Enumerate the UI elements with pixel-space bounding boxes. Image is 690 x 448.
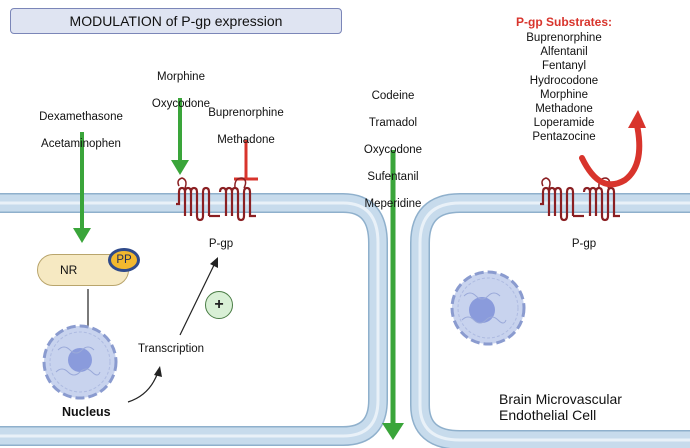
page-title: MODULATION of P-gp expression (10, 8, 342, 34)
drug-label: Sufentanil (367, 170, 419, 183)
green-activation-arrow (171, 98, 189, 175)
substrate-item: Morphine (540, 88, 588, 101)
drug-label: Codeine (371, 89, 415, 102)
nr-label: NR (60, 263, 78, 277)
drug-label: Dexamethasone (39, 110, 123, 123)
drug-label: Buprenorphine (208, 106, 284, 119)
nucleus-icon (42, 324, 118, 400)
green-activation-arrow (382, 150, 404, 440)
substrate-item: Methadone (535, 103, 593, 116)
red-efflux-arrow (579, 110, 646, 188)
activator-drug-list: Morphine Oxycodone (140, 57, 222, 125)
substrates-title: P-gp Substrates: (515, 15, 612, 29)
drug-label: Oxycodone (151, 97, 211, 110)
substrate-item: Hydrocodone (529, 74, 599, 87)
transported-drug-list: Codeine Tramadol Oxycodone Sufentanil Me… (355, 76, 431, 225)
pp-badge: PP (108, 248, 140, 272)
substrate-item: Alfentanil (540, 46, 588, 59)
transcription-arrow (127, 257, 218, 403)
pgp-label-right: P-gp (571, 238, 597, 250)
green-activation-arrow (73, 132, 91, 243)
right-cell-membrane (410, 193, 690, 448)
drug-label: Meperidine (364, 197, 422, 210)
drug-label: Acetaminophen (41, 137, 121, 150)
pgp-label-left: P-gp (208, 238, 234, 250)
left-cell-membrane (0, 193, 388, 446)
substrate-item: Pentazocine (532, 131, 596, 144)
substrates-list: Buprenorphine Alfentanil Fentanyl Hydroc… (512, 31, 616, 145)
drug-label: Oxycodone (363, 143, 423, 156)
pgp-transporter-icon (176, 177, 256, 222)
cell-label: Brain Microvascular Endothelial Cell (499, 391, 622, 423)
substrate-item: Loperamide (533, 117, 595, 130)
drug-label: Morphine (157, 70, 205, 83)
nucleus-label: Nucleus (62, 405, 111, 419)
inducer-drug-list: Dexamethasone Acetaminophen (30, 97, 132, 165)
drug-label: Tramadol (368, 116, 418, 129)
plus-icon: + (205, 291, 233, 319)
inhibitor-drug-list: Buprenorphine Methadone (200, 93, 292, 161)
nucleus-icon (450, 270, 526, 346)
transcription-label: Transcription (138, 343, 205, 355)
substrate-item: Fentanyl (541, 60, 587, 73)
substrate-item: Buprenorphine (526, 32, 602, 44)
drug-label: Methadone (217, 133, 275, 146)
